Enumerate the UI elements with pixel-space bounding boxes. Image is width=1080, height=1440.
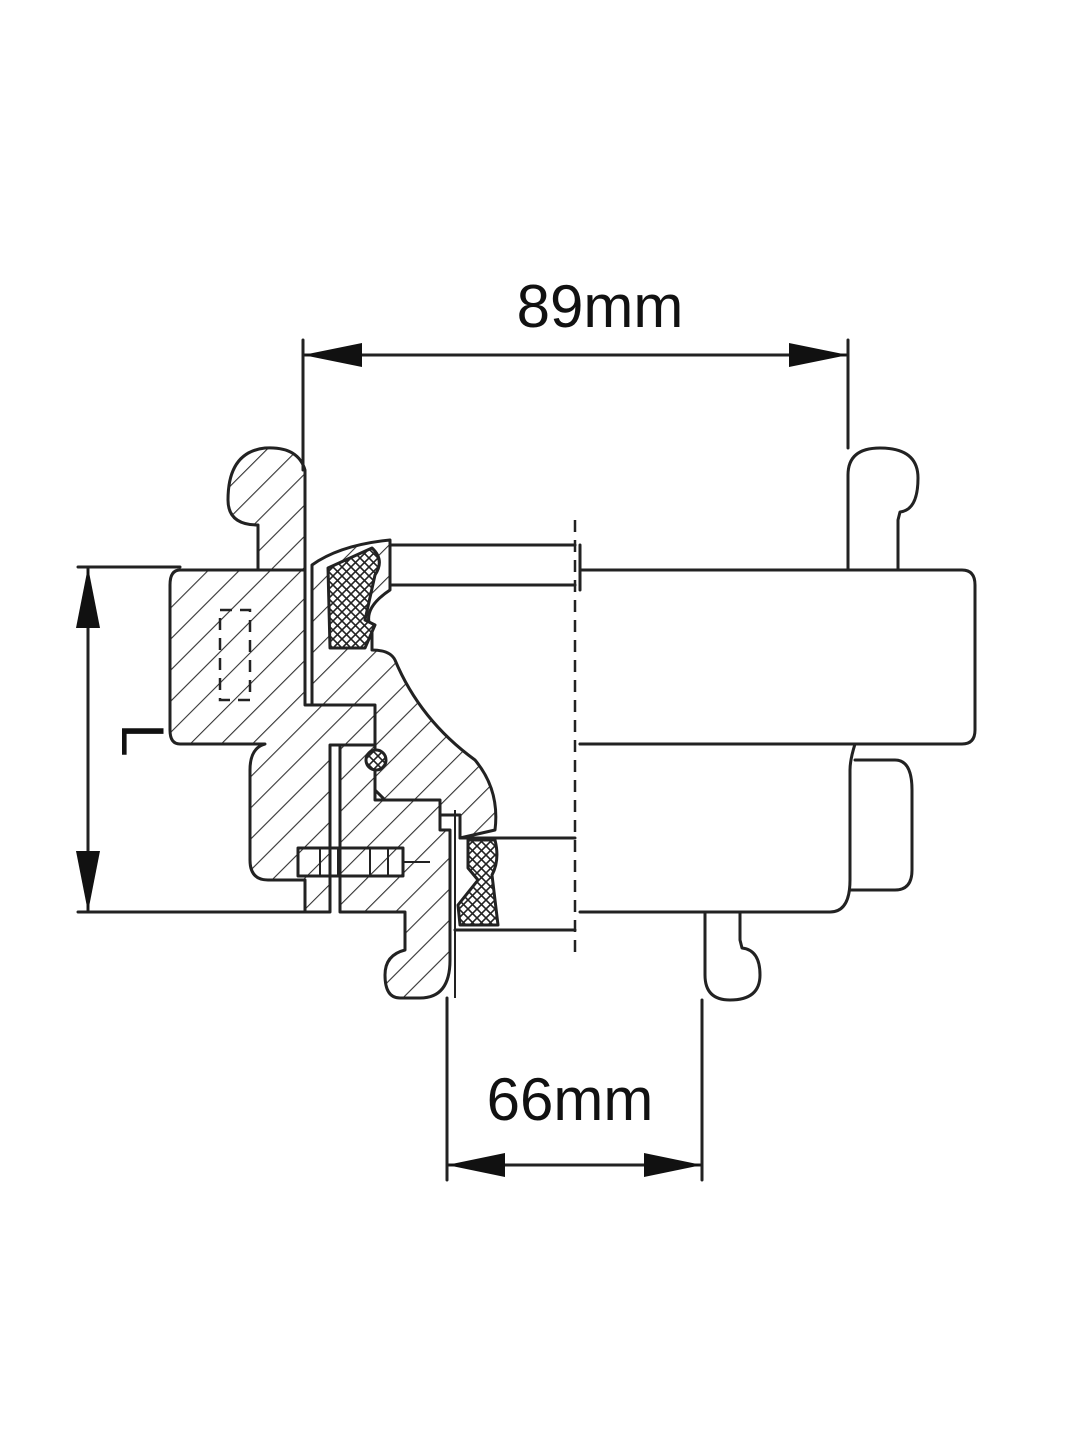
- dimension-length-l: L: [76, 565, 307, 914]
- lower-ring-section: [338, 743, 452, 1000]
- dimension-label-89mm: 89mm: [517, 273, 684, 340]
- coupling-left-section: [168, 446, 500, 1000]
- coupling-right-body: [388, 446, 977, 1002]
- arrowhead-up: [76, 567, 100, 628]
- dimension-89mm: 89mm: [301, 273, 850, 472]
- arrowhead-right: [789, 343, 848, 367]
- arrowhead-right: [644, 1153, 702, 1177]
- dimension-label-66mm: 66mm: [487, 1066, 654, 1133]
- upper-seal: [326, 546, 381, 650]
- flange-section: [168, 568, 377, 914]
- arrowhead-down: [76, 851, 100, 912]
- dimension-label-l: L: [109, 723, 176, 756]
- dimension-66mm: 66mm: [445, 996, 704, 1182]
- locking-screw: [296, 846, 430, 878]
- arrowhead-left: [303, 343, 362, 367]
- lower-seal: [456, 838, 500, 927]
- arrowhead-left: [447, 1153, 505, 1177]
- upper-claw-section: [226, 446, 307, 572]
- o-ring: [364, 748, 388, 772]
